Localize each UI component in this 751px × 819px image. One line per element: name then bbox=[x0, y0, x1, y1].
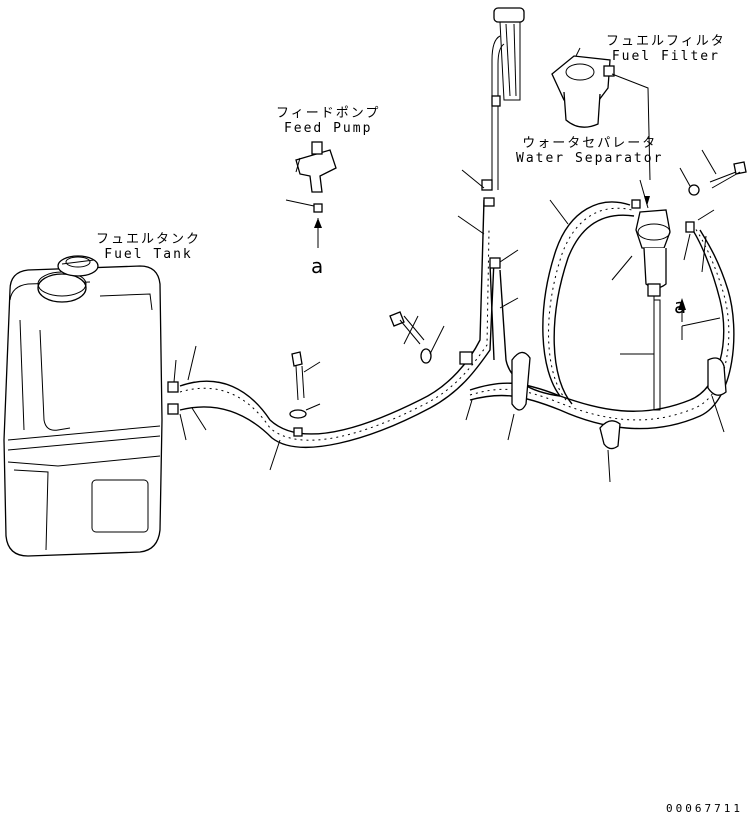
feed-pump-label-jp: フィードポンプ bbox=[276, 106, 381, 121]
vertical-pipe bbox=[481, 7, 525, 269]
fuel-filter-label-en: Fuel Filter bbox=[611, 49, 720, 64]
water-separator-label: ウォータセパレータ Water Separator bbox=[516, 136, 663, 166]
tank-fittings bbox=[167, 345, 207, 441]
leader-lines bbox=[269, 169, 725, 483]
fasteners bbox=[289, 149, 747, 419]
fuel-filter-label: フュエルフィルタ Fuel Filter bbox=[606, 34, 726, 64]
fuel-tank-label-jp: フュエルタンク bbox=[96, 232, 202, 247]
water-separator bbox=[631, 179, 695, 304]
water-separator-label-jp: ウォータセパレータ bbox=[522, 136, 658, 151]
hose-clamps bbox=[293, 351, 727, 450]
view-marker-feed-pump: a bbox=[311, 254, 324, 278]
view-marker-separator: a bbox=[674, 294, 687, 318]
fuel-filter bbox=[551, 47, 651, 181]
fuel-tank-label: フュエルタンク Fuel Tank bbox=[96, 232, 201, 262]
feed-pump-label-en: Feed Pump bbox=[283, 121, 373, 136]
fuel-filter-label-jp: フュエルフィルタ bbox=[606, 34, 726, 49]
view-a-arrow bbox=[678, 298, 686, 322]
feed-pump-label: フィードポンプ Feed Pump bbox=[276, 106, 380, 136]
support-rod bbox=[620, 299, 661, 411]
fuel-tank bbox=[3, 255, 163, 557]
feed-pump bbox=[285, 141, 337, 248]
document-number: 00067711 bbox=[666, 802, 743, 815]
main-hose-assembly bbox=[179, 199, 735, 448]
fuel-tank-label-en: Fuel Tank bbox=[104, 247, 193, 262]
water-separator-label-en: Water Separator bbox=[516, 151, 664, 166]
